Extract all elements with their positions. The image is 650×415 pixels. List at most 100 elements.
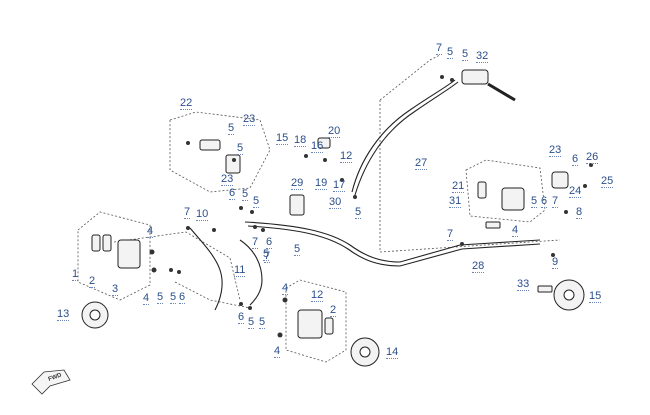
callout-16[interactable]: 18 <box>294 134 307 147</box>
callout-5[interactable]: 5 <box>263 248 270 261</box>
bolt-5-foot <box>232 158 236 162</box>
callout-10[interactable]: 12 <box>311 289 324 302</box>
callout-18[interactable]: 20 <box>328 125 341 138</box>
callout-1[interactable]: 1 <box>72 268 79 281</box>
callout-5[interactable]: 5 <box>170 291 177 304</box>
hose-9 <box>239 239 263 306</box>
proportioning-valve <box>289 194 305 216</box>
callout-3[interactable]: 3 <box>112 283 119 296</box>
front-right-disc-hub <box>359 346 371 358</box>
callout-4[interactable]: 4 <box>274 345 281 358</box>
front-left-pad-2 <box>102 234 112 252</box>
callout-7[interactable]: 7 <box>264 250 271 263</box>
bolt-17 <box>340 178 344 182</box>
components <box>81 69 585 367</box>
fasteners <box>149 75 593 338</box>
callout-5[interactable]: 5 <box>355 206 362 219</box>
washer-top <box>450 78 454 82</box>
rear-disc-hub <box>563 289 575 301</box>
callout-5[interactable]: 5 <box>447 46 454 59</box>
callout-5[interactable]: 5 <box>531 195 538 208</box>
callout-22[interactable]: 23 <box>221 173 234 186</box>
washer-lower <box>248 306 252 310</box>
hose-25 <box>351 79 456 193</box>
banjo-bolt-lower <box>239 302 243 306</box>
fwd-arrow-shape <box>31 369 71 395</box>
front-left-pad-1 <box>91 234 101 252</box>
brake-hoses <box>189 79 541 311</box>
callout-5[interactable]: 5 <box>294 243 301 256</box>
callout-15[interactable]: 17 <box>333 179 346 192</box>
callout-30[interactable]: 32 <box>476 50 489 63</box>
foot-master-cylinder <box>199 139 221 151</box>
bolt-23-right <box>583 184 587 188</box>
callout-26[interactable]: 28 <box>472 260 485 273</box>
callout-24[interactable]: 26 <box>586 151 599 164</box>
washer-front-left-1 <box>169 268 173 272</box>
callout-6[interactable]: 6 <box>238 311 245 324</box>
callout-7[interactable]: 7 <box>252 236 259 249</box>
callout-7[interactable]: 7 <box>447 228 454 241</box>
callout-5[interactable]: 5 <box>462 48 469 61</box>
callout-5[interactable]: 5 <box>228 122 235 135</box>
bolt-7-rear-hose <box>460 242 464 246</box>
callout-5[interactable]: 6 <box>572 153 579 166</box>
callout-6[interactable]: 6 <box>266 236 273 249</box>
callout-15[interactable]: 16 <box>311 140 324 153</box>
callout-31[interactable]: 33 <box>517 278 530 291</box>
callout-27[interactable]: 29 <box>291 177 304 190</box>
callout-25[interactable]: 27 <box>415 157 428 170</box>
callout-5[interactable]: 5 <box>248 316 255 329</box>
callout-4[interactable]: 4 <box>143 292 150 305</box>
washer-upper <box>250 210 254 214</box>
callout-5[interactable]: 6 <box>541 195 548 208</box>
callout-7[interactable]: 8 <box>576 206 583 219</box>
callout-13[interactable]: 15 <box>589 290 602 303</box>
callout-4[interactable]: 4 <box>147 225 154 238</box>
callout-14[interactable]: 15 <box>276 132 289 145</box>
callout-23[interactable]: 23 <box>243 113 256 126</box>
callout-7[interactable]: 9 <box>552 256 559 269</box>
bolt-14 <box>304 154 308 158</box>
rear-pad <box>477 181 487 199</box>
bolt-15 <box>323 158 327 162</box>
callout-2[interactable]: 2 <box>330 304 337 317</box>
callout-6[interactable]: 6 <box>229 187 236 200</box>
callout-21[interactable]: 23 <box>549 144 562 157</box>
callout-11[interactable]: 12 <box>340 150 353 163</box>
callout-4[interactable]: 4 <box>282 282 289 295</box>
bolt-23-left <box>186 141 190 145</box>
callout-28[interactable]: 30 <box>329 196 342 209</box>
callout-5[interactable]: 5 <box>237 142 244 155</box>
callout-5[interactable]: 5 <box>259 316 266 329</box>
bolt-8 <box>212 228 216 232</box>
callout-12[interactable]: 13 <box>57 308 70 321</box>
callout-4[interactable]: 4 <box>512 224 519 237</box>
brake-lever <box>487 82 516 102</box>
front-right-caliper-frame <box>285 279 347 363</box>
bolt-7-right <box>551 253 555 257</box>
callout-6[interactable]: 6 <box>179 291 186 304</box>
callout-19[interactable]: 21 <box>452 180 465 193</box>
callout-17[interactable]: 19 <box>315 177 328 190</box>
callout-9[interactable]: 11 <box>234 264 246 277</box>
bolt-7-left <box>186 226 190 230</box>
hose-26-outer <box>247 225 541 267</box>
callout-23[interactable]: 24 <box>569 185 582 198</box>
front-left-caliper-frame <box>77 211 151 301</box>
callout-23[interactable]: 25 <box>601 175 614 188</box>
callout-6[interactable]: 7 <box>552 195 559 208</box>
front-right-pad <box>324 317 334 335</box>
callout-2[interactable]: 2 <box>89 275 96 288</box>
callout-6[interactable]: 7 <box>436 42 443 55</box>
callout-5[interactable]: 5 <box>157 291 164 304</box>
callout-20[interactable]: 22 <box>180 97 193 110</box>
callout-29[interactable]: 31 <box>449 195 462 208</box>
callout-7[interactable]: 7 <box>184 206 191 219</box>
callout-8[interactable]: 10 <box>196 208 209 221</box>
bolt-front-right <box>282 297 288 303</box>
hose-end-25 <box>353 195 357 199</box>
callout-12[interactable]: 14 <box>386 346 399 359</box>
callout-5[interactable]: 5 <box>253 195 260 208</box>
callout-5[interactable]: 5 <box>242 188 249 201</box>
